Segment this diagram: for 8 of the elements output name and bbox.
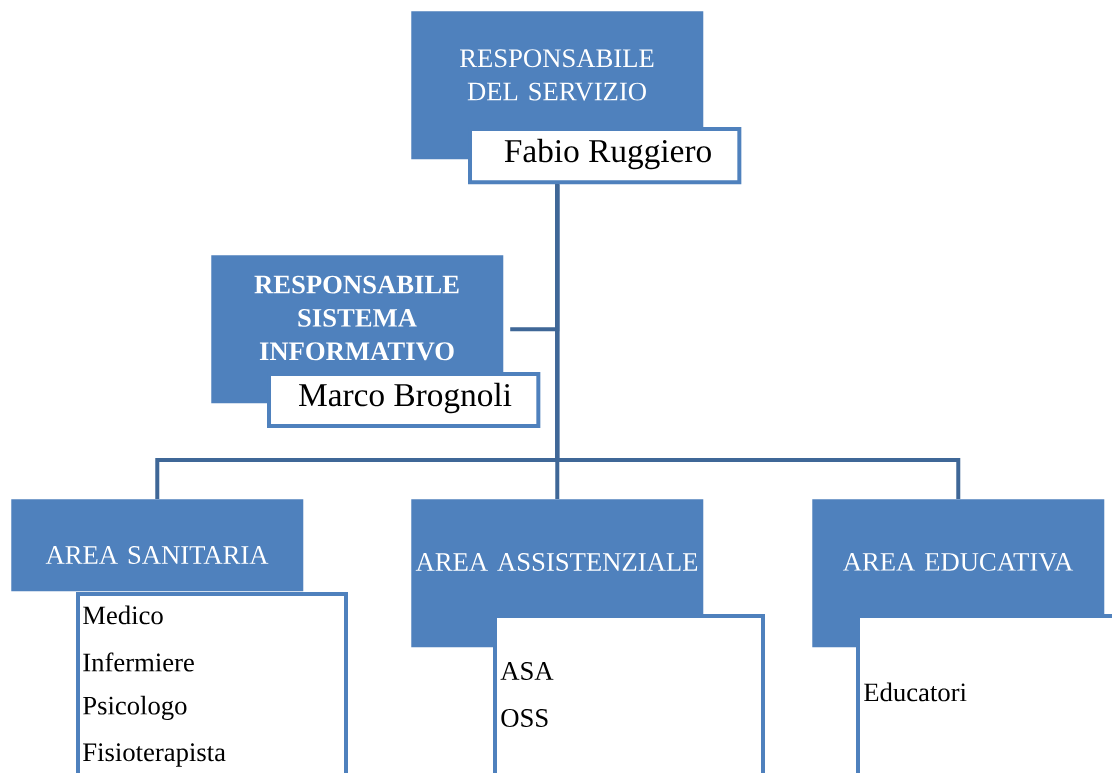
name-box: Fabio Ruggiero: [468, 127, 742, 185]
list-box: Educatori: [856, 614, 1112, 773]
list-box: ASA OSS: [493, 614, 765, 773]
list-box: Medico Infermiere Psicologo Fisioterapista: [76, 592, 348, 773]
connector-line: [555, 184, 961, 499]
name-box: Marco Brognoli: [267, 372, 541, 428]
header-box: AREA SANITARIA: [11, 499, 304, 592]
node-label: AREA SANITARIA: [45, 546, 269, 564]
